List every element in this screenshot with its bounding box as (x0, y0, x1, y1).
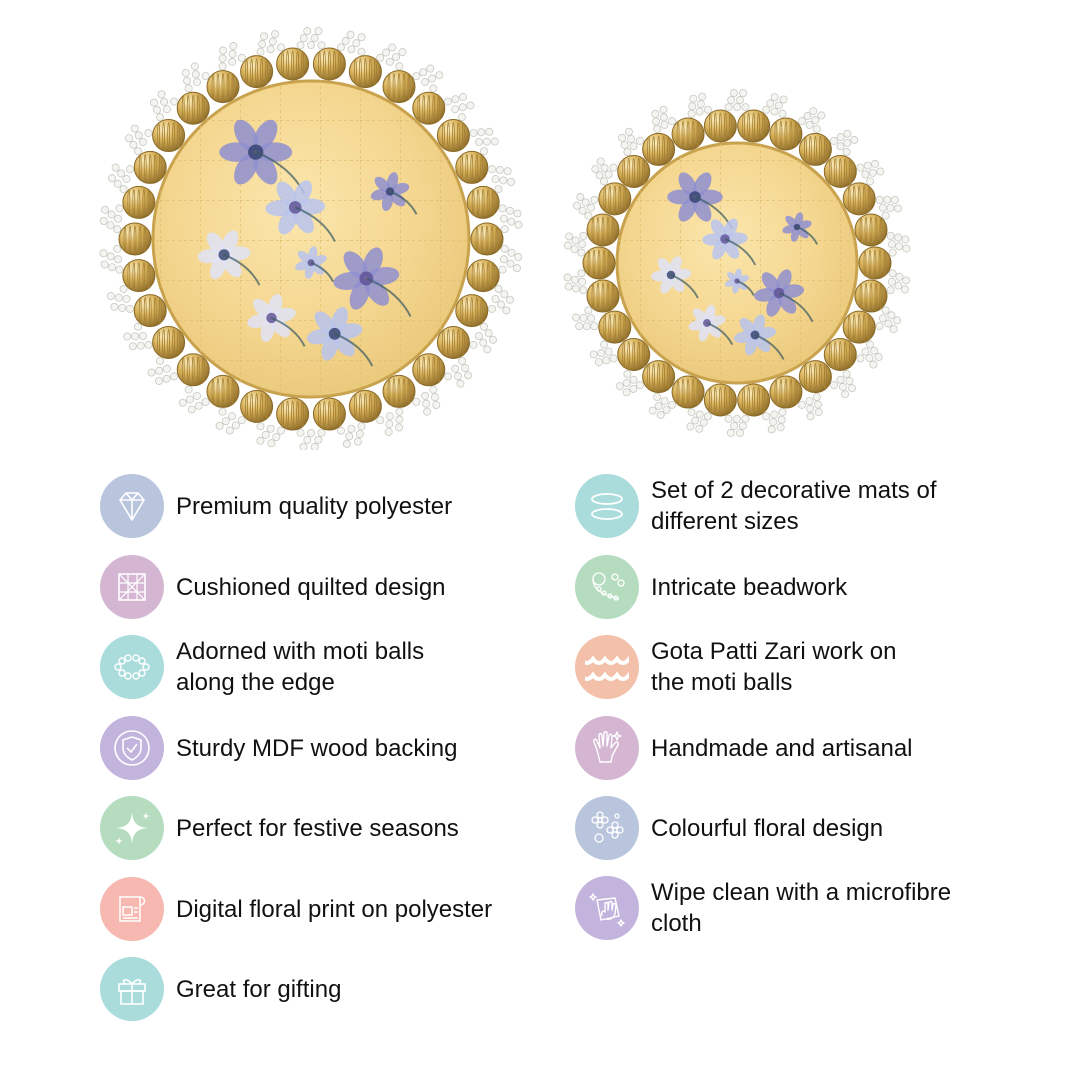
diamond-icon (100, 474, 164, 538)
feature-text: Great for gifting (176, 975, 342, 1003)
feature-text: Cushioned quilted design (176, 573, 446, 601)
feature-item: Cushioned quilted design (100, 555, 446, 619)
gift-icon (100, 957, 164, 1021)
feature-text: Gota Patti Zari work on the moti balls (651, 638, 897, 696)
feature-text: Perfect for festive seasons (176, 814, 459, 842)
feature-text: Colourful floral design (651, 814, 884, 842)
feature-item: Premium quality polyester (100, 474, 452, 538)
feature-text: Digital floral print on polyester (176, 895, 493, 923)
feature-text: Wipe clean with a microfibre cloth (651, 879, 952, 937)
feature-text: Handmade and artisanal (651, 734, 913, 762)
feature-text: Set of 2 decorative mats of different si… (651, 477, 937, 535)
feature-item: Gota Patti Zari work on the moti balls (575, 635, 896, 699)
hand-icon (575, 716, 639, 780)
feature-text: Intricate beadwork (651, 573, 848, 601)
large-mat (99, 27, 523, 450)
small-mat (563, 89, 911, 437)
bead-ring-icon (100, 635, 164, 699)
feature-item: Set of 2 decorative mats of different si… (575, 474, 936, 538)
feature-item: Great for gifting (100, 957, 341, 1021)
shield-icon (100, 716, 164, 780)
quilt-grid-icon (100, 555, 164, 619)
feature-item: Adorned with moti balls along the edge (100, 635, 424, 699)
feature-item: Handmade and artisanal (575, 716, 913, 780)
feature-item: Wipe clean with a microfibre cloth (575, 876, 951, 940)
feature-text: Adorned with moti balls along the edge (176, 638, 425, 696)
product-image (99, 27, 911, 450)
two-rings-icon (575, 474, 639, 538)
bead-strand-icon (575, 555, 639, 619)
wipe-cloth-icon (575, 876, 639, 940)
feature-item: Perfect for festive seasons (100, 796, 459, 860)
feature-text: Premium quality polyester (176, 492, 453, 520)
scallop-icon (575, 635, 639, 699)
feature-text: Sturdy MDF wood backing (176, 734, 458, 762)
printer-icon (100, 877, 164, 941)
sparkle-icon (100, 796, 164, 860)
feature-item: Digital floral print on polyester (100, 877, 492, 941)
feature-item: Colourful floral design (575, 796, 883, 860)
feature-item: Intricate beadwork (575, 555, 847, 619)
flowers-icon (575, 796, 639, 860)
feature-item: Sturdy MDF wood backing (100, 716, 457, 780)
